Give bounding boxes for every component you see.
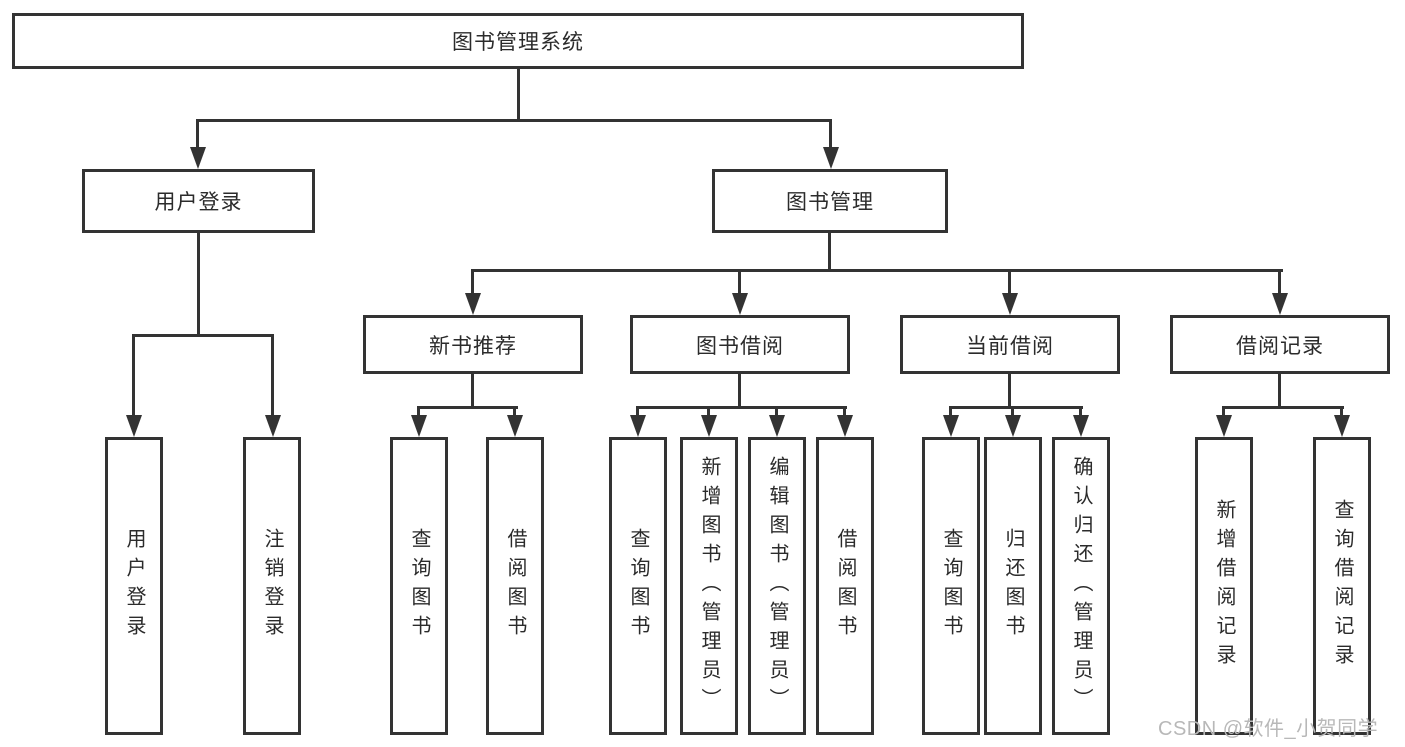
arrowhead-icon bbox=[190, 147, 206, 169]
arrowhead-icon bbox=[1002, 293, 1018, 315]
arrowhead-icon bbox=[769, 415, 785, 437]
edge-line bbox=[843, 406, 846, 417]
arrowhead-icon bbox=[837, 415, 853, 437]
edge-line bbox=[1008, 269, 1011, 295]
edge-line bbox=[471, 269, 1283, 272]
leaf-current-confirm-return: 确认归还（管理员） bbox=[1052, 437, 1110, 735]
node-library-system-label: 图书管理系统 bbox=[452, 31, 584, 54]
arrowhead-icon bbox=[1334, 415, 1350, 437]
leaf-borrow-add-books: 新增图书（管理员） bbox=[680, 437, 738, 735]
edge-line bbox=[517, 69, 520, 122]
leaf-recommend-borrow-books: 借阅图书 bbox=[486, 437, 544, 735]
edge-line bbox=[196, 119, 832, 122]
leaf-current-confirm-return-label: 确认归还（管理员） bbox=[1070, 455, 1092, 717]
edge-line bbox=[197, 233, 200, 336]
node-current-borrow: 当前借阅 bbox=[900, 315, 1120, 374]
arrowhead-icon bbox=[126, 415, 142, 437]
leaf-user-login-label: 用户登录 bbox=[123, 528, 145, 644]
edge-line bbox=[471, 374, 474, 409]
edge-line bbox=[707, 406, 710, 417]
edge-line bbox=[513, 406, 516, 417]
csdn-watermark: CSDN @软件_小贺同学 bbox=[1158, 718, 1379, 740]
arrowhead-icon bbox=[701, 415, 717, 437]
leaf-user-login: 用户登录 bbox=[105, 437, 163, 735]
leaf-current-query-books-label: 查询图书 bbox=[940, 528, 962, 644]
edge-line bbox=[636, 406, 639, 417]
leaf-borrow-borrow-books-label: 借阅图书 bbox=[834, 528, 856, 644]
arrowhead-icon bbox=[1073, 415, 1089, 437]
edge-line bbox=[1340, 406, 1343, 417]
arrowhead-icon bbox=[1005, 415, 1021, 437]
arrowhead-icon bbox=[732, 293, 748, 315]
edge-line bbox=[417, 406, 518, 409]
edge-line bbox=[949, 406, 1083, 409]
node-borrow-records-label: 借阅记录 bbox=[1236, 334, 1324, 358]
node-new-book-recommend: 新书推荐 bbox=[363, 315, 583, 374]
edge-line bbox=[132, 334, 274, 337]
edge-line bbox=[1222, 406, 1225, 417]
node-new-book-recommend-label: 新书推荐 bbox=[429, 334, 517, 358]
leaf-borrow-query-books-label: 查询图书 bbox=[627, 528, 649, 644]
node-book-management-label: 图书管理 bbox=[786, 191, 874, 214]
arrowhead-icon bbox=[265, 415, 281, 437]
leaf-borrow-edit-books: 编辑图书（管理员） bbox=[748, 437, 806, 735]
edge-line bbox=[1278, 374, 1281, 409]
edge-line bbox=[1222, 406, 1344, 409]
arrowhead-icon bbox=[943, 415, 959, 437]
leaf-borrow-edit-books-label: 编辑图书（管理员） bbox=[766, 455, 788, 717]
edge-line bbox=[636, 406, 847, 409]
edge-line bbox=[738, 374, 741, 409]
edge-line bbox=[196, 119, 199, 151]
arrowhead-icon bbox=[1216, 415, 1232, 437]
arrowhead-icon bbox=[823, 147, 839, 169]
edge-line bbox=[738, 269, 741, 295]
leaf-logout-label: 注销登录 bbox=[261, 528, 283, 644]
arrowhead-icon bbox=[630, 415, 646, 437]
edge-line bbox=[829, 119, 832, 151]
node-user-login-label: 用户登录 bbox=[154, 191, 243, 214]
leaf-records-add-record: 新增借阅记录 bbox=[1195, 437, 1253, 735]
node-book-borrow-label: 图书借阅 bbox=[696, 334, 784, 358]
edge-line bbox=[1278, 269, 1281, 295]
leaf-logout: 注销登录 bbox=[243, 437, 301, 735]
edge-line bbox=[1079, 406, 1082, 417]
edge-line bbox=[949, 406, 952, 417]
edge-line bbox=[417, 406, 420, 417]
node-library-system: 图书管理系统 bbox=[12, 13, 1024, 69]
leaf-current-return-books-label: 归还图书 bbox=[1002, 528, 1024, 644]
leaf-borrow-add-books-label: 新增图书（管理员） bbox=[698, 455, 720, 717]
leaf-records-query-record-label: 查询借阅记录 bbox=[1331, 499, 1353, 673]
leaf-current-return-books: 归还图书 bbox=[984, 437, 1042, 735]
leaf-recommend-query-books: 查询图书 bbox=[390, 437, 448, 735]
arrowhead-icon bbox=[465, 293, 481, 315]
node-user-login: 用户登录 bbox=[82, 169, 315, 233]
leaf-recommend-borrow-books-label: 借阅图书 bbox=[504, 528, 526, 644]
node-borrow-records: 借阅记录 bbox=[1170, 315, 1390, 374]
node-book-borrow: 图书借阅 bbox=[630, 315, 850, 374]
arrowhead-icon bbox=[507, 415, 523, 437]
leaf-records-query-record: 查询借阅记录 bbox=[1313, 437, 1371, 735]
leaf-records-add-record-label: 新增借阅记录 bbox=[1213, 499, 1235, 673]
edge-line bbox=[271, 334, 274, 417]
leaf-borrow-borrow-books: 借阅图书 bbox=[816, 437, 874, 735]
node-book-management: 图书管理 bbox=[712, 169, 948, 233]
arrowhead-icon bbox=[411, 415, 427, 437]
leaf-recommend-query-books-label: 查询图书 bbox=[408, 528, 430, 644]
edge-line bbox=[471, 269, 474, 295]
edge-line bbox=[1011, 406, 1014, 417]
leaf-borrow-query-books: 查询图书 bbox=[609, 437, 667, 735]
node-current-borrow-label: 当前借阅 bbox=[966, 334, 1054, 358]
edge-line bbox=[828, 233, 831, 272]
edge-line bbox=[132, 334, 135, 417]
edge-line bbox=[775, 406, 778, 417]
arrowhead-icon bbox=[1272, 293, 1288, 315]
leaf-current-query-books: 查询图书 bbox=[922, 437, 980, 735]
edge-line bbox=[1008, 374, 1011, 409]
